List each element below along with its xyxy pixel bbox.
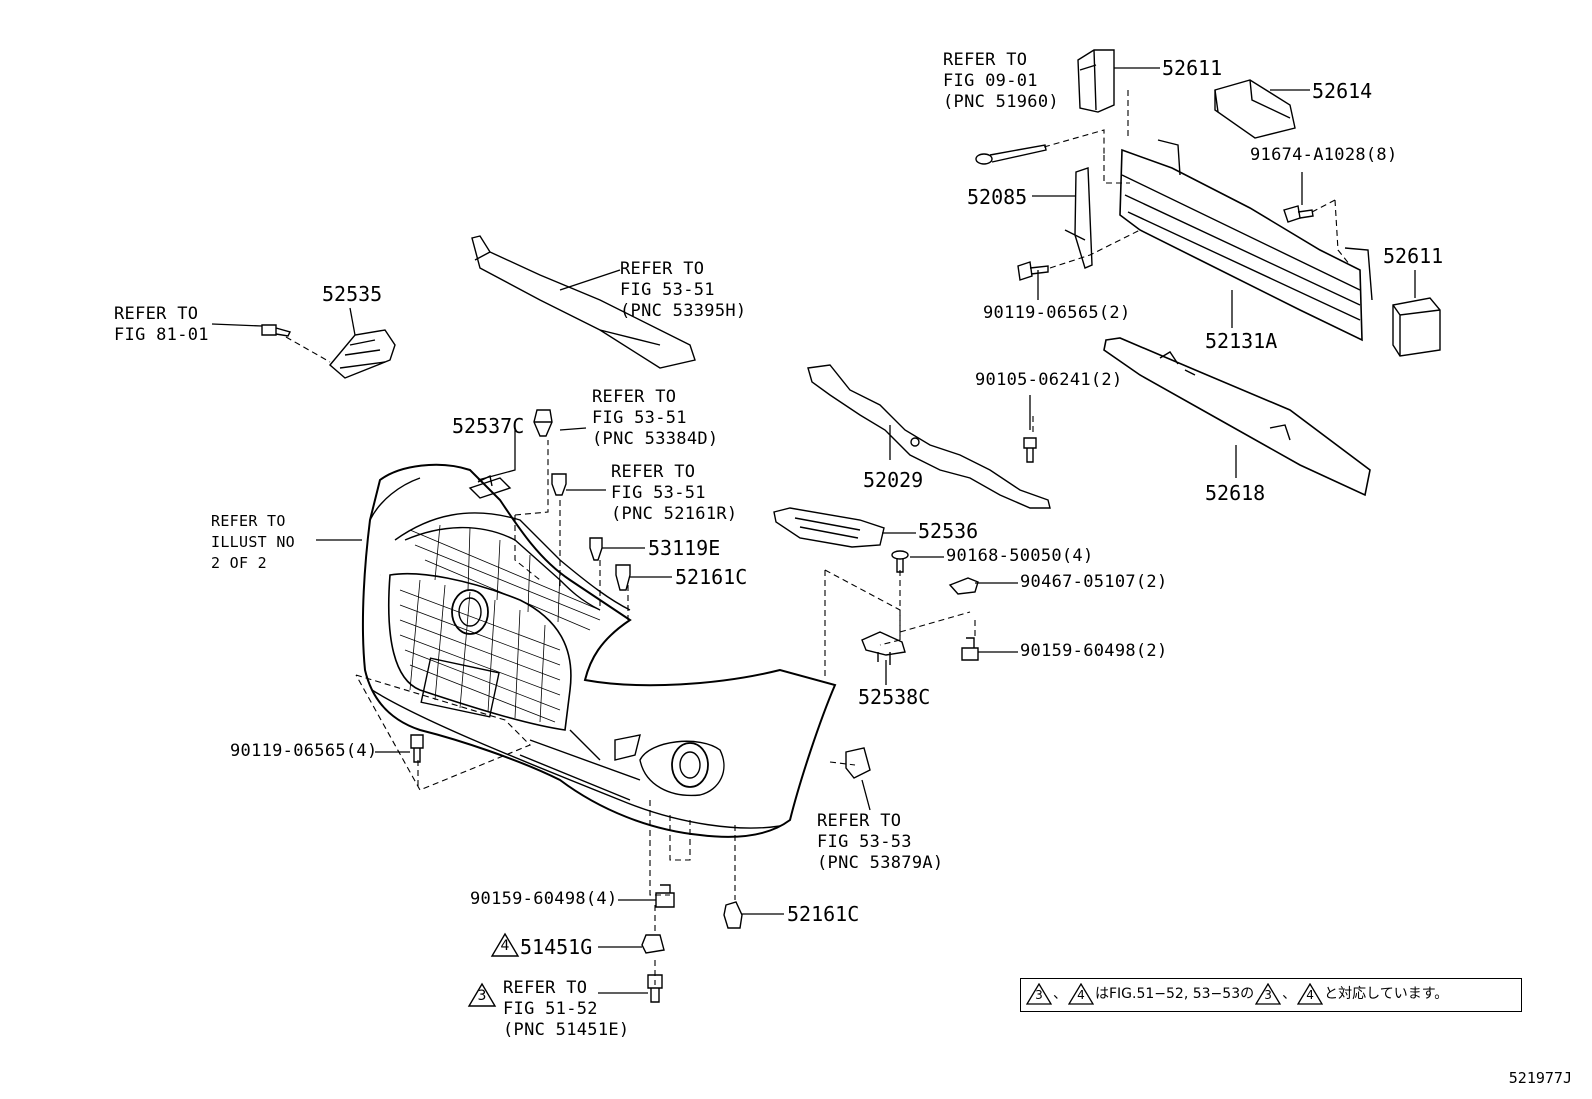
clip-52161c-bottom-drawing (723, 901, 743, 929)
triangle-icon (1068, 983, 1094, 1005)
bolt-fig8101-drawing (261, 324, 292, 337)
clip-52161r-drawing (551, 473, 567, 496)
pad-52614-drawing (1214, 79, 1296, 139)
triangle-icon (1297, 983, 1324, 1005)
part-label-52161c-bottom: 52161C (787, 902, 860, 926)
part-label-52611-top: 52611 (1162, 56, 1223, 80)
note-separator: 、 (1053, 986, 1067, 1002)
part-label-52538c: 52538C (858, 685, 931, 709)
bracket-52537c-drawing (468, 474, 512, 499)
part-label-52537c: 52537C (452, 414, 525, 438)
marker-triangle-3: 3 (467, 982, 497, 1008)
bracket-52085-drawing (1064, 167, 1093, 269)
screw-90159-right-drawing (961, 637, 979, 661)
part-label-52131a: 52131A (1205, 329, 1278, 353)
refer-fig-0901: REFER TO FIG 09-01 (PNC 51960) (943, 50, 1059, 112)
part-label-90119-left: 90119-06565(4) (230, 741, 378, 761)
part-label-51451g: 51451G (520, 935, 593, 959)
triangle-icon (1255, 983, 1282, 1005)
clip-53879a-drawing (845, 747, 871, 779)
bolt-91674-drawing (1283, 205, 1314, 223)
nut-90467-drawing (948, 577, 979, 595)
clip-52161c-upper-drawing (615, 564, 631, 591)
clip-53119e-drawing (589, 537, 603, 561)
marker-triangle-4: 4 (490, 932, 520, 958)
refer-53384d: REFER TO FIG 53-51 (PNC 53384D) (592, 387, 719, 449)
screw-90168-drawing (891, 550, 909, 573)
part-label-52161c-upper: 52161C (675, 565, 748, 589)
bracket-52538c-drawing (861, 631, 906, 665)
correspondence-note: 3 、 4 はFIG.51−52, 53−53の 3 、 4 と対応しています。 (1020, 978, 1522, 1012)
bolt-90119-left-drawing (410, 734, 424, 763)
foam-52611-right-drawing (1392, 297, 1441, 357)
reinforcement-52029-drawing (807, 364, 1051, 509)
screw-90159-bottom-drawing (655, 884, 675, 908)
part-label-90467: 90467-05107(2) (1020, 572, 1168, 592)
rod-51960-drawing (975, 144, 1047, 165)
reinforcement-52131a-drawing (1119, 139, 1373, 342)
triangle-icon (467, 982, 497, 1007)
refer-53879a: REFER TO FIG 53-53 (PNC 53879A) (817, 811, 944, 873)
bracket-52536-drawing (773, 507, 885, 548)
part-label-90105: 90105-06241(2) (975, 370, 1123, 390)
part-label-90119-top: 90119-06565(2) (983, 303, 1131, 323)
part-label-53119e: 53119E (648, 536, 721, 560)
part-label-52536: 52536 (918, 519, 979, 543)
refer-fig-8101: REFER TO FIG 81-01 (114, 304, 209, 345)
refer-illust-no: REFER TO ILLUST NO 2 OF 2 (211, 512, 295, 572)
note-middle-text: はFIG.51−52, 53−53の (1095, 986, 1255, 1002)
part-label-52611-right: 52611 (1383, 244, 1444, 268)
triangle-icon (1026, 983, 1052, 1005)
absorber-52618-drawing (1103, 337, 1371, 497)
note-triangle-3b: 3 (1255, 983, 1282, 1005)
foam-52611-top-drawing (1077, 49, 1115, 113)
bolt-51451e-drawing (647, 974, 663, 1003)
part-label-52614: 52614 (1312, 79, 1373, 103)
part-label-90168: 90168-50050(4) (946, 546, 1094, 566)
refer-52161r: REFER TO FIG 53-51 (PNC 52161R) (611, 462, 738, 524)
refer-53395h: REFER TO FIG 53-51 (PNC 53395H) (620, 259, 747, 321)
note-triangle-3: 3 (1026, 983, 1052, 1005)
part-label-52085: 52085 (967, 185, 1028, 209)
refer-51451e: REFER TO FIG 51-52 (PNC 51451E) (503, 978, 630, 1040)
part-label-52618: 52618 (1205, 481, 1266, 505)
reinforcement-53395h-drawing (471, 235, 696, 369)
part-label-91674: 91674-A1028(8) (1250, 145, 1398, 165)
note-triangle-4b: 4 (1297, 983, 1324, 1005)
note-tail-text: と対応しています。 (1324, 986, 1449, 1002)
bumper-cover-drawing (361, 463, 837, 838)
part-label-90159-right: 90159-60498(2) (1020, 641, 1168, 661)
part-label-90159-bottom: 90159-60498(4) (470, 889, 618, 909)
bracket-52535-drawing (329, 329, 396, 379)
part-label-52535: 52535 (322, 282, 383, 306)
part-label-52029: 52029 (863, 468, 924, 492)
bolt-90105-drawing (1023, 437, 1037, 463)
clip-53384d-drawing (533, 409, 553, 437)
drawing-code: 521977J (1508, 1069, 1572, 1087)
triangle-icon (490, 932, 520, 957)
note-triangle-4: 4 (1068, 983, 1094, 1005)
bolt-90119-top-drawing (1017, 261, 1049, 281)
clip-51451g-drawing (641, 934, 665, 954)
note-separator-2: 、 (1282, 986, 1297, 1002)
